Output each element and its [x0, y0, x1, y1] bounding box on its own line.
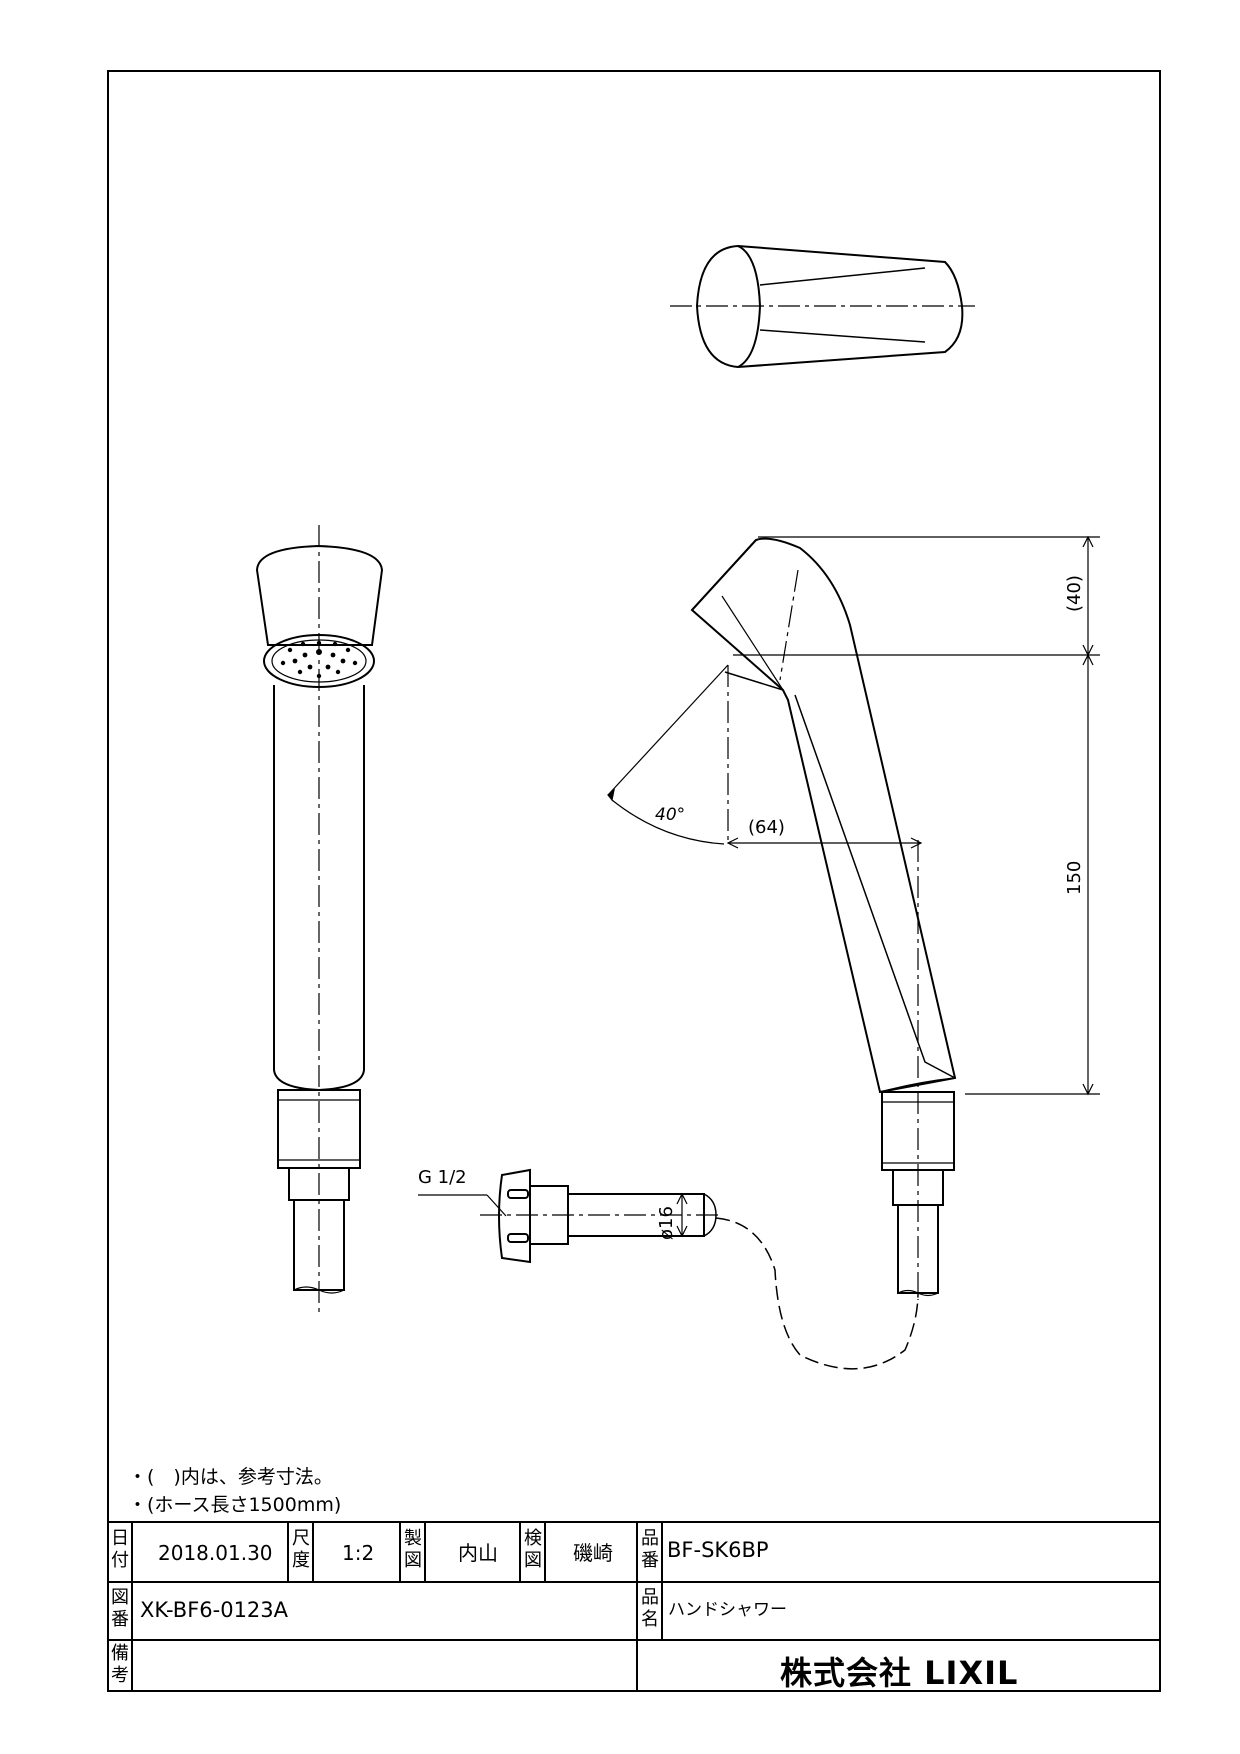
drawn-label: 製図 — [404, 1528, 422, 1571]
top-view — [670, 244, 975, 369]
remarks-label: 備考 — [111, 1643, 129, 1686]
title-block-grid — [107, 1521, 1161, 1692]
thread-label: G 1/2 — [418, 1167, 467, 1188]
scale-label: 尺度 — [292, 1528, 310, 1571]
part-no-label: 品番 — [641, 1528, 659, 1571]
drawn-value: 内山 — [458, 1541, 498, 1565]
drawing-no-value: XK-BF6-0123A — [140, 1598, 289, 1622]
name-label: 品名 — [641, 1587, 659, 1630]
part-no-value: BF-SK6BP — [667, 1538, 769, 1562]
note-hose-length: ・(ホース長さ1500mm) — [128, 1494, 342, 1516]
drawing-frame — [107, 70, 1161, 1692]
note-reference-dimensions: ・( )内は、参考寸法。 — [128, 1466, 333, 1488]
dim-64-label: (64) — [748, 817, 785, 838]
angle-label: 40° — [655, 805, 685, 825]
checked-value: 磯崎 — [573, 1541, 613, 1565]
phi-label: ø16 — [656, 1206, 677, 1240]
front-view — [255, 525, 384, 1315]
checked-label: 検図 — [524, 1528, 542, 1571]
dim-150-label: 150 — [1064, 861, 1085, 895]
side-view — [690, 537, 957, 1370]
drawing-no-label: 図番 — [111, 1587, 129, 1630]
company-logo: 株式会社 LIXIL — [780, 1654, 1019, 1692]
hose-fitting — [480, 1168, 720, 1264]
dim-40-label: (40) — [1064, 575, 1085, 612]
name-value: ハンドシャワー — [668, 1600, 787, 1620]
date-label: 日付 — [111, 1528, 129, 1571]
date-value: 2018.01.30 — [158, 1541, 273, 1565]
dimension-lines — [418, 535, 1100, 1238]
scale-value: 1:2 — [342, 1541, 375, 1565]
